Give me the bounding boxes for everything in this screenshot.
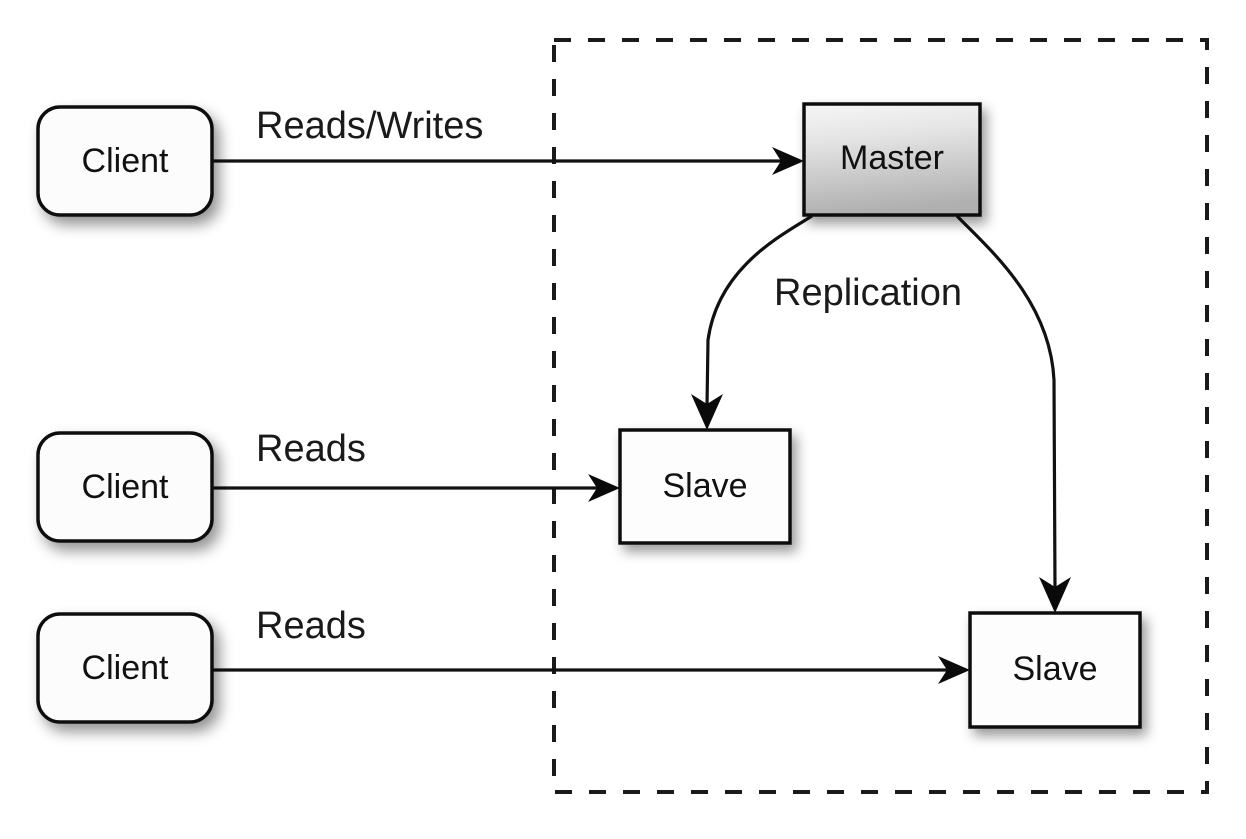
edge-label-reads-slave2: Reads (256, 605, 366, 647)
edge-client3-to-slave2 (212, 656, 970, 684)
database-cluster-boundary (552, 38, 1209, 794)
slave-box[interactable] (618, 428, 792, 545)
edge-label-reads-slave1: Reads (256, 428, 366, 470)
edge-client2-to-slave1 (212, 474, 620, 502)
edge-master-to-slave1 (691, 214, 813, 430)
edge-curve (955, 214, 1057, 591)
node-slave-2-label: Slave (1012, 650, 1097, 688)
node-client-2-label: Client (82, 468, 169, 506)
node-client-3[interactable] (36, 612, 214, 724)
arrow-head-icon (938, 656, 970, 684)
node-master-label: Master (840, 139, 944, 177)
edge-label-replication: Replication (774, 272, 962, 314)
arrow-head-icon (691, 394, 723, 430)
node-client-1[interactable] (36, 105, 214, 217)
edge-master-to-slave2 (955, 214, 1071, 613)
node-client-1-label: Client (82, 142, 169, 180)
node-master[interactable] (802, 102, 982, 217)
arrow-head-icon (588, 474, 620, 502)
master-box[interactable] (802, 102, 982, 217)
client-box[interactable] (36, 431, 214, 543)
client-box[interactable] (36, 105, 214, 217)
edge-curve (705, 214, 813, 407)
edge-label-reads-writes: Reads/Writes (256, 105, 483, 147)
slave-box[interactable] (968, 611, 1142, 729)
arrow-head-icon (1039, 577, 1071, 613)
node-slave-2[interactable] (968, 611, 1142, 729)
node-client-2[interactable] (36, 431, 214, 543)
client-box[interactable] (36, 612, 214, 724)
node-slave-1-label: Slave (662, 467, 747, 505)
edge-client1-to-master (212, 147, 804, 175)
arrow-head-icon (772, 147, 804, 175)
node-slave-1[interactable] (618, 428, 792, 545)
node-client-3-label: Client (82, 649, 169, 687)
